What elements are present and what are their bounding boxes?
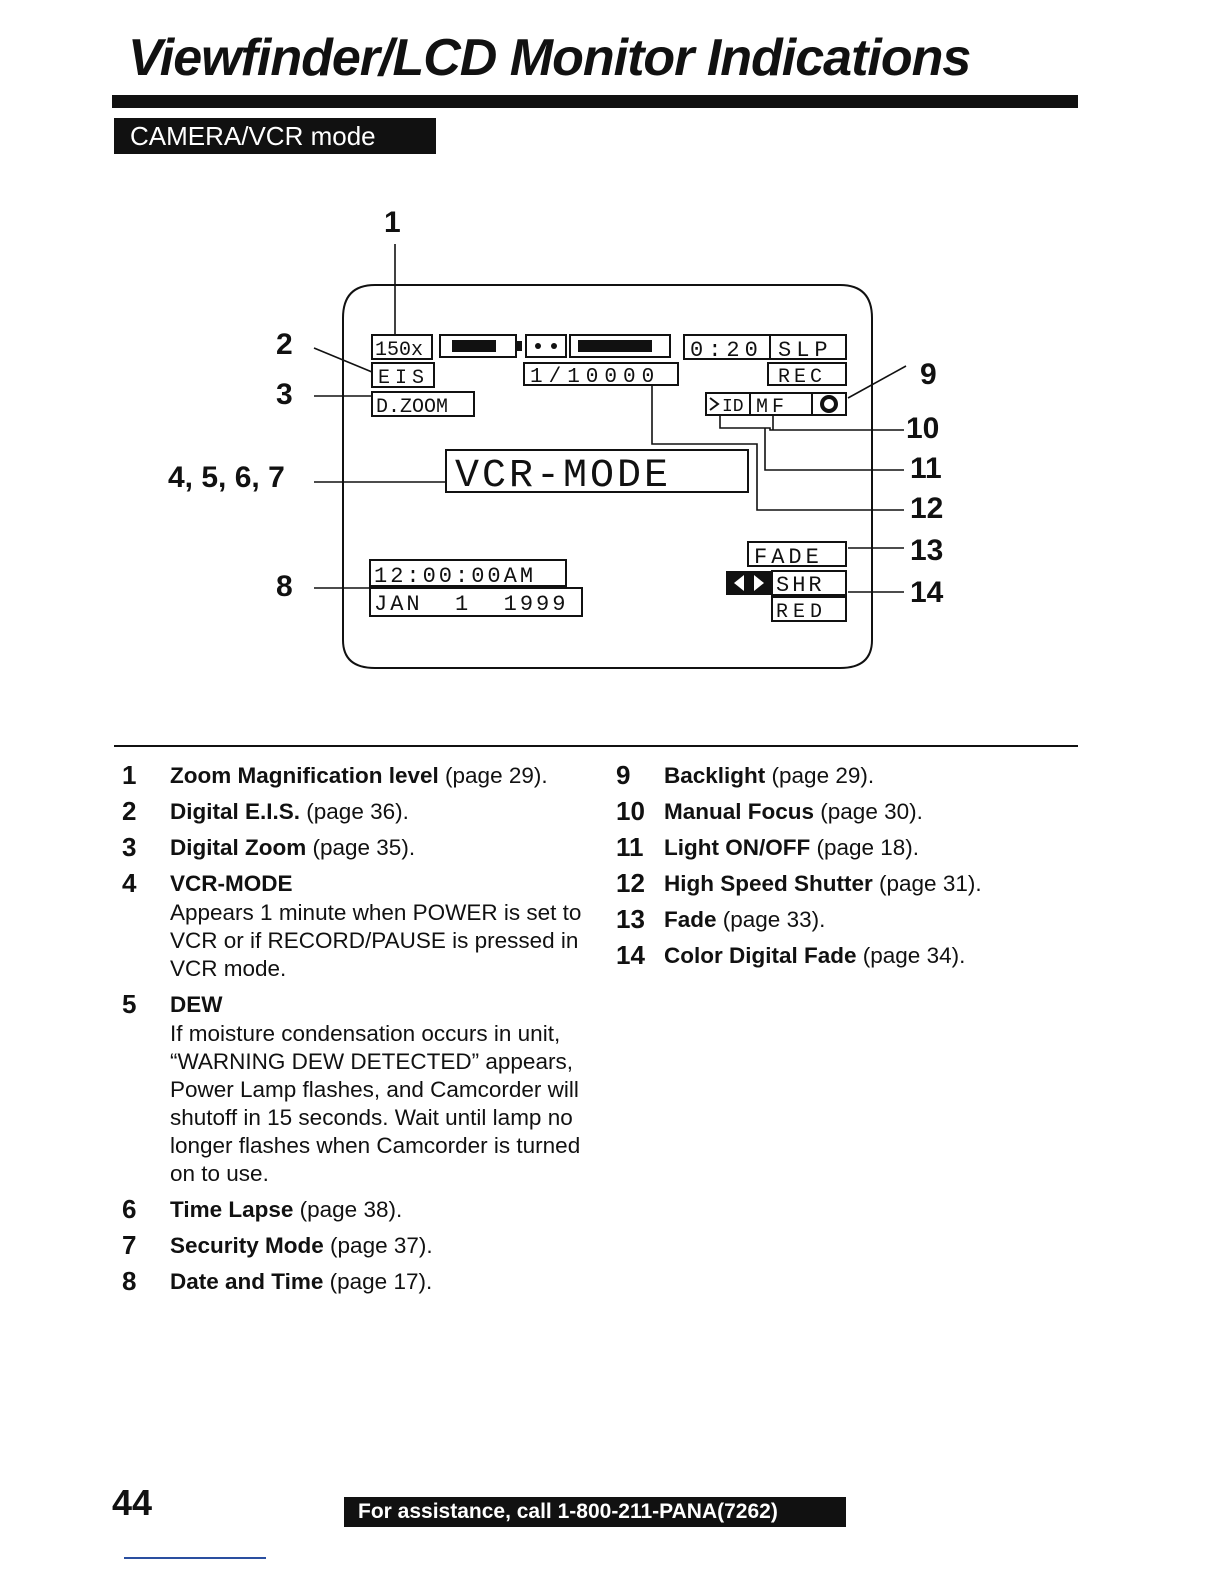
color-fade-icon	[726, 571, 772, 595]
desc-term: DEW	[170, 992, 223, 1017]
desc-item-2: 2 Digital E.I.S. (page 36).	[122, 796, 602, 826]
description-list-right: 9 Backlight (page 29). 10 Manual Focus (pa…	[616, 760, 1056, 978]
zoom-readout: 150x	[375, 339, 423, 362]
desc-ref: (page 34).	[856, 943, 966, 968]
desc-ref: (page 31).	[872, 871, 982, 896]
desc-ref: (page 36).	[300, 799, 409, 824]
desc-term: Security Mode	[170, 1233, 324, 1258]
desc-item-14: 14 Color Digital Fade (page 34).	[616, 940, 1056, 970]
callout-12: 12	[910, 492, 943, 525]
desc-num: 4	[122, 868, 137, 898]
callout-9: 9	[920, 358, 937, 391]
desc-num: 12	[616, 868, 645, 898]
desc-num: 11	[616, 832, 644, 862]
backlight-icon	[820, 395, 838, 413]
shr-indicator: SHR	[776, 573, 825, 598]
desc-ref: (page 30).	[814, 799, 923, 824]
desc-item-3: 3 Digital Zoom (page 35).	[122, 832, 602, 862]
dzoom-indicator: D.ZOOM	[376, 396, 448, 419]
eis-indicator: EIS	[378, 367, 429, 390]
desc-ref: (page 29).	[438, 763, 548, 788]
desc-term: Light ON/OFF	[664, 835, 811, 860]
fade-indicator: FADE	[754, 545, 823, 570]
date-readout: JAN 1 1999	[374, 592, 568, 617]
desc-ref: (page 33).	[716, 907, 826, 932]
desc-num: 1	[122, 760, 137, 790]
desc-term: Backlight	[664, 763, 766, 788]
time-readout: 12:00:00AM	[374, 564, 536, 589]
desc-term: Fade	[664, 907, 717, 932]
description-rule	[114, 745, 1078, 747]
tape-speed: SLP	[778, 338, 833, 363]
desc-num: 3	[122, 832, 137, 862]
rec-indicator: REC	[778, 366, 826, 389]
callout-4-7: 4, 5, 6, 7	[168, 461, 285, 494]
page-title: Viewfinder/LCD Monitor Indications	[128, 29, 971, 87]
desc-num: 6	[122, 1194, 137, 1224]
desc-ref: (page 17).	[323, 1269, 433, 1294]
desc-item-6: 6 Time Lapse (page 38).	[122, 1194, 602, 1224]
desc-ref: (page 35).	[306, 835, 416, 860]
cassette-icon	[525, 334, 567, 358]
desc-item-7: 7 Security Mode (page 37).	[122, 1230, 602, 1260]
desc-item-11: 11 Light ON/OFF (page 18).	[616, 832, 1056, 862]
desc-term: VCR-MODE	[170, 871, 293, 896]
desc-item-9: 9 Backlight (page 29).	[616, 760, 1056, 790]
desc-num: 7	[122, 1230, 137, 1260]
light-icon	[709, 397, 720, 411]
tape-remaining-bar	[569, 334, 671, 358]
desc-term: Zoom Magnification level	[170, 763, 439, 788]
desc-num: 13	[616, 904, 645, 934]
shutter-speed: 1/10000	[530, 366, 660, 389]
tape-time: 0:20	[690, 338, 763, 363]
desc-term: Color Digital Fade	[664, 943, 857, 968]
callout-13: 13	[910, 534, 943, 567]
desc-num: 10	[616, 796, 645, 826]
desc-term: Digital Zoom	[170, 835, 307, 860]
desc-ref: (page 38).	[293, 1197, 403, 1222]
callout-11: 11	[910, 452, 942, 485]
screen-outline	[342, 284, 873, 669]
desc-term: Time Lapse	[170, 1197, 294, 1222]
desc-ref: (page 29).	[765, 763, 875, 788]
desc-num: 2	[122, 796, 137, 826]
red-indicator: RED	[776, 601, 827, 624]
desc-item-8: 8 Date and Time (page 17).	[122, 1266, 602, 1296]
monitor-diagram: 1 2 3 4, 5, 6, 7 8 9 10 11 12 13 14 150x…	[168, 206, 944, 669]
desc-item-12: 12 High Speed Shutter (page 31).	[616, 868, 1056, 898]
desc-num: 14	[616, 940, 645, 970]
callout-10: 10	[906, 412, 939, 445]
desc-ref: (page 18).	[810, 835, 920, 860]
assistance-banner: For assistance, call 1-800-211-PANA(7262…	[344, 1497, 846, 1527]
desc-ref: (page 37).	[323, 1233, 433, 1258]
desc-num: 8	[122, 1266, 137, 1296]
vcr-mode-indicator: VCR-MODE	[455, 454, 671, 499]
desc-item-13: 13 Fade (page 33).	[616, 904, 1056, 934]
title-rule	[112, 95, 1078, 108]
callout-14: 14	[910, 576, 944, 609]
desc-term: Digital E.I.S.	[170, 799, 301, 824]
footer-rule	[124, 1557, 266, 1559]
leader-lines	[313, 244, 907, 593]
desc-num: 5	[122, 989, 137, 1019]
desc-term: Date and Time	[170, 1269, 324, 1294]
desc-item-1: 1 Zoom Magnification level (page 29).	[122, 760, 602, 790]
desc-text: Appears 1 minute when POWER is set to VC…	[170, 900, 582, 981]
desc-term: High Speed Shutter	[664, 871, 873, 896]
callout-8: 8	[276, 570, 293, 603]
callout-2: 2	[276, 328, 293, 361]
focus-indicator: MF	[756, 396, 788, 419]
callout-1: 1	[384, 206, 401, 239]
desc-item-4: 4 VCR-MODE Appears 1 minute when POWER is …	[122, 868, 602, 983]
desc-term: Manual Focus	[664, 799, 815, 824]
desc-item-5: 5 DEW If moisture condensation occurs in u…	[122, 989, 602, 1188]
desc-item-10: 10 Manual Focus (page 30).	[616, 796, 1056, 826]
page-number: 44	[112, 1482, 153, 1523]
callout-3: 3	[276, 378, 293, 411]
light-indicator: ID	[722, 397, 744, 417]
mode-badge: CAMERA/VCR mode	[114, 118, 436, 154]
desc-num: 9	[616, 760, 631, 790]
desc-text: If moisture condensation occurs in unit,…	[170, 1021, 581, 1186]
